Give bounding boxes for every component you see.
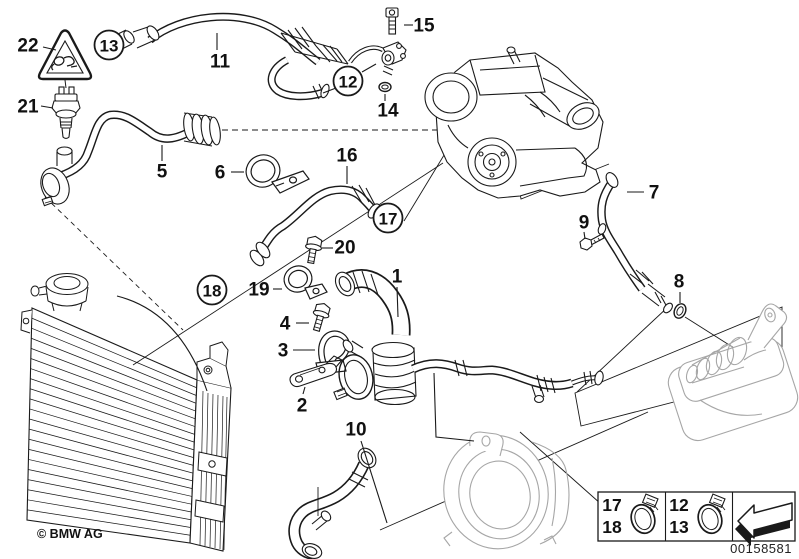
transmission-oil-cooler (667, 303, 799, 442)
callout-label-13: 13 (100, 37, 119, 56)
vent-pipe-banjo (348, 41, 407, 76)
clamp-6 (245, 154, 310, 194)
callout-label-19: 19 (248, 280, 269, 301)
direction-arrow-icon (735, 502, 793, 546)
callout-label-2: 2 (297, 396, 308, 417)
transmission-bell-housing (443, 431, 570, 550)
radiator (20, 273, 232, 552)
callout-label-4: 4 (280, 314, 291, 335)
temperature-sensor (51, 86, 81, 140)
bolt-4 (312, 303, 331, 333)
bolt-20 (305, 235, 323, 265)
callout-label-6: 6 (215, 163, 226, 184)
callout-circle-12 (332, 65, 364, 97)
hose-10 (288, 447, 377, 559)
legend-cell1-top: 17 (602, 495, 621, 515)
water-pump-assembly (424, 46, 604, 199)
leader-lines (40, 24, 681, 524)
callout-label-12: 12 (339, 73, 358, 92)
callout-label-11: 11 (210, 52, 231, 73)
legend-cell1-bottom: 18 (602, 517, 622, 537)
bolt-9 (579, 233, 605, 251)
callout-label-8: 8 (674, 272, 685, 293)
hose-16 (249, 184, 381, 267)
bracket-2 (289, 355, 343, 388)
hose-5 (40, 110, 221, 207)
radiator-fins (27, 317, 197, 536)
callout-label-16: 16 (336, 146, 357, 167)
hose-7 (597, 172, 673, 314)
o-ring-8 (673, 303, 687, 319)
copyright-text: © BMW AG (37, 527, 103, 541)
callout-label-17: 17 (379, 210, 398, 229)
hose-1-assembly (333, 269, 604, 406)
callout-label-3: 3 (278, 341, 289, 362)
callout-label-10: 10 (345, 420, 366, 441)
warning-triangle-icon (37, 29, 93, 89)
radiator-filler-cap (30, 273, 89, 312)
callout-label-18: 18 (203, 282, 222, 301)
legend-cell2-top: 12 (669, 495, 689, 515)
callout-circle-17 (372, 202, 404, 234)
callout-label-5: 5 (157, 162, 168, 183)
callout-label-7: 7 (649, 183, 660, 204)
hose-12-elbow (267, 56, 330, 101)
callout-circle-13 (93, 29, 125, 61)
part-number: 00158581 (730, 541, 792, 556)
callout-label-9: 9 (579, 213, 590, 234)
o-ring-14 (378, 81, 392, 93)
callout-label-1: 1 (392, 267, 403, 288)
hose-clamp-icon (630, 493, 659, 535)
callout-label-22: 22 (17, 36, 38, 57)
callout-label-21: 21 (17, 97, 39, 118)
callout-label-20: 20 (334, 238, 355, 259)
hose-clamp-icon (697, 493, 726, 535)
legend-box: 17 18 12 13 (597, 491, 796, 546)
callout-label-14: 14 (377, 101, 399, 122)
clamp-19 (283, 265, 328, 300)
bolt-15 (385, 7, 399, 35)
callout-label-15: 15 (413, 16, 435, 37)
legend-cell2-bottom: 13 (669, 517, 689, 537)
callout-circle-18 (196, 274, 228, 306)
